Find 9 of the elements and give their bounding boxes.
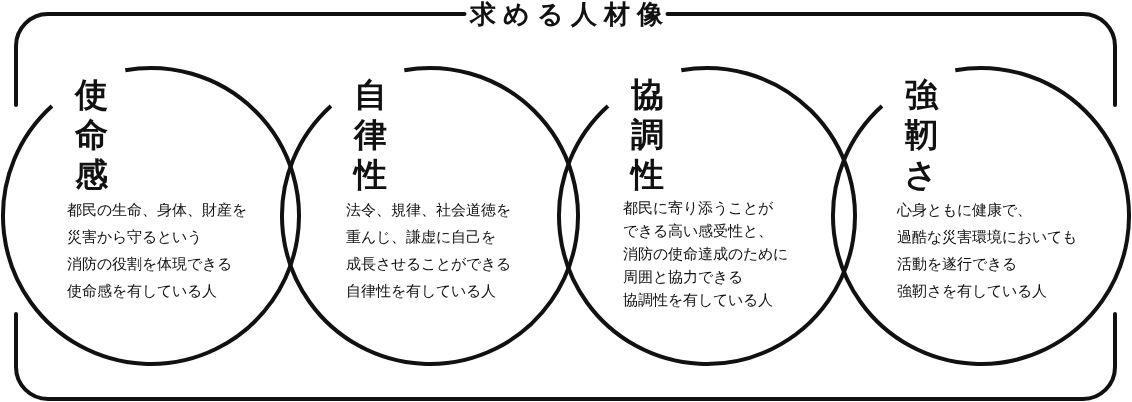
heading: 協調性 [630,75,664,195]
heading: 使命感 [74,75,108,195]
heading: 強靭さ [904,75,938,195]
heading: 自律性 [353,75,387,195]
description: 都民に寄り添うことができる高い感受性と、消防の使命達成のために周囲と協力できる協調性を有している人 [623,198,788,311]
description: 法令、規律、社会道徳を重んじ、謙虚に自己を成長させることができる自律性を有している人 [346,200,511,302]
description: 都民の生命、身体、財産を災害から守るという消防の役割を体現できる使命感を有している人 [67,200,247,302]
title: 求める人材像 [469,0,670,28]
description: 心身ともに健康で、過酷な災害環境においても活動を遂行できる強靭さを有している人 [897,200,1077,302]
